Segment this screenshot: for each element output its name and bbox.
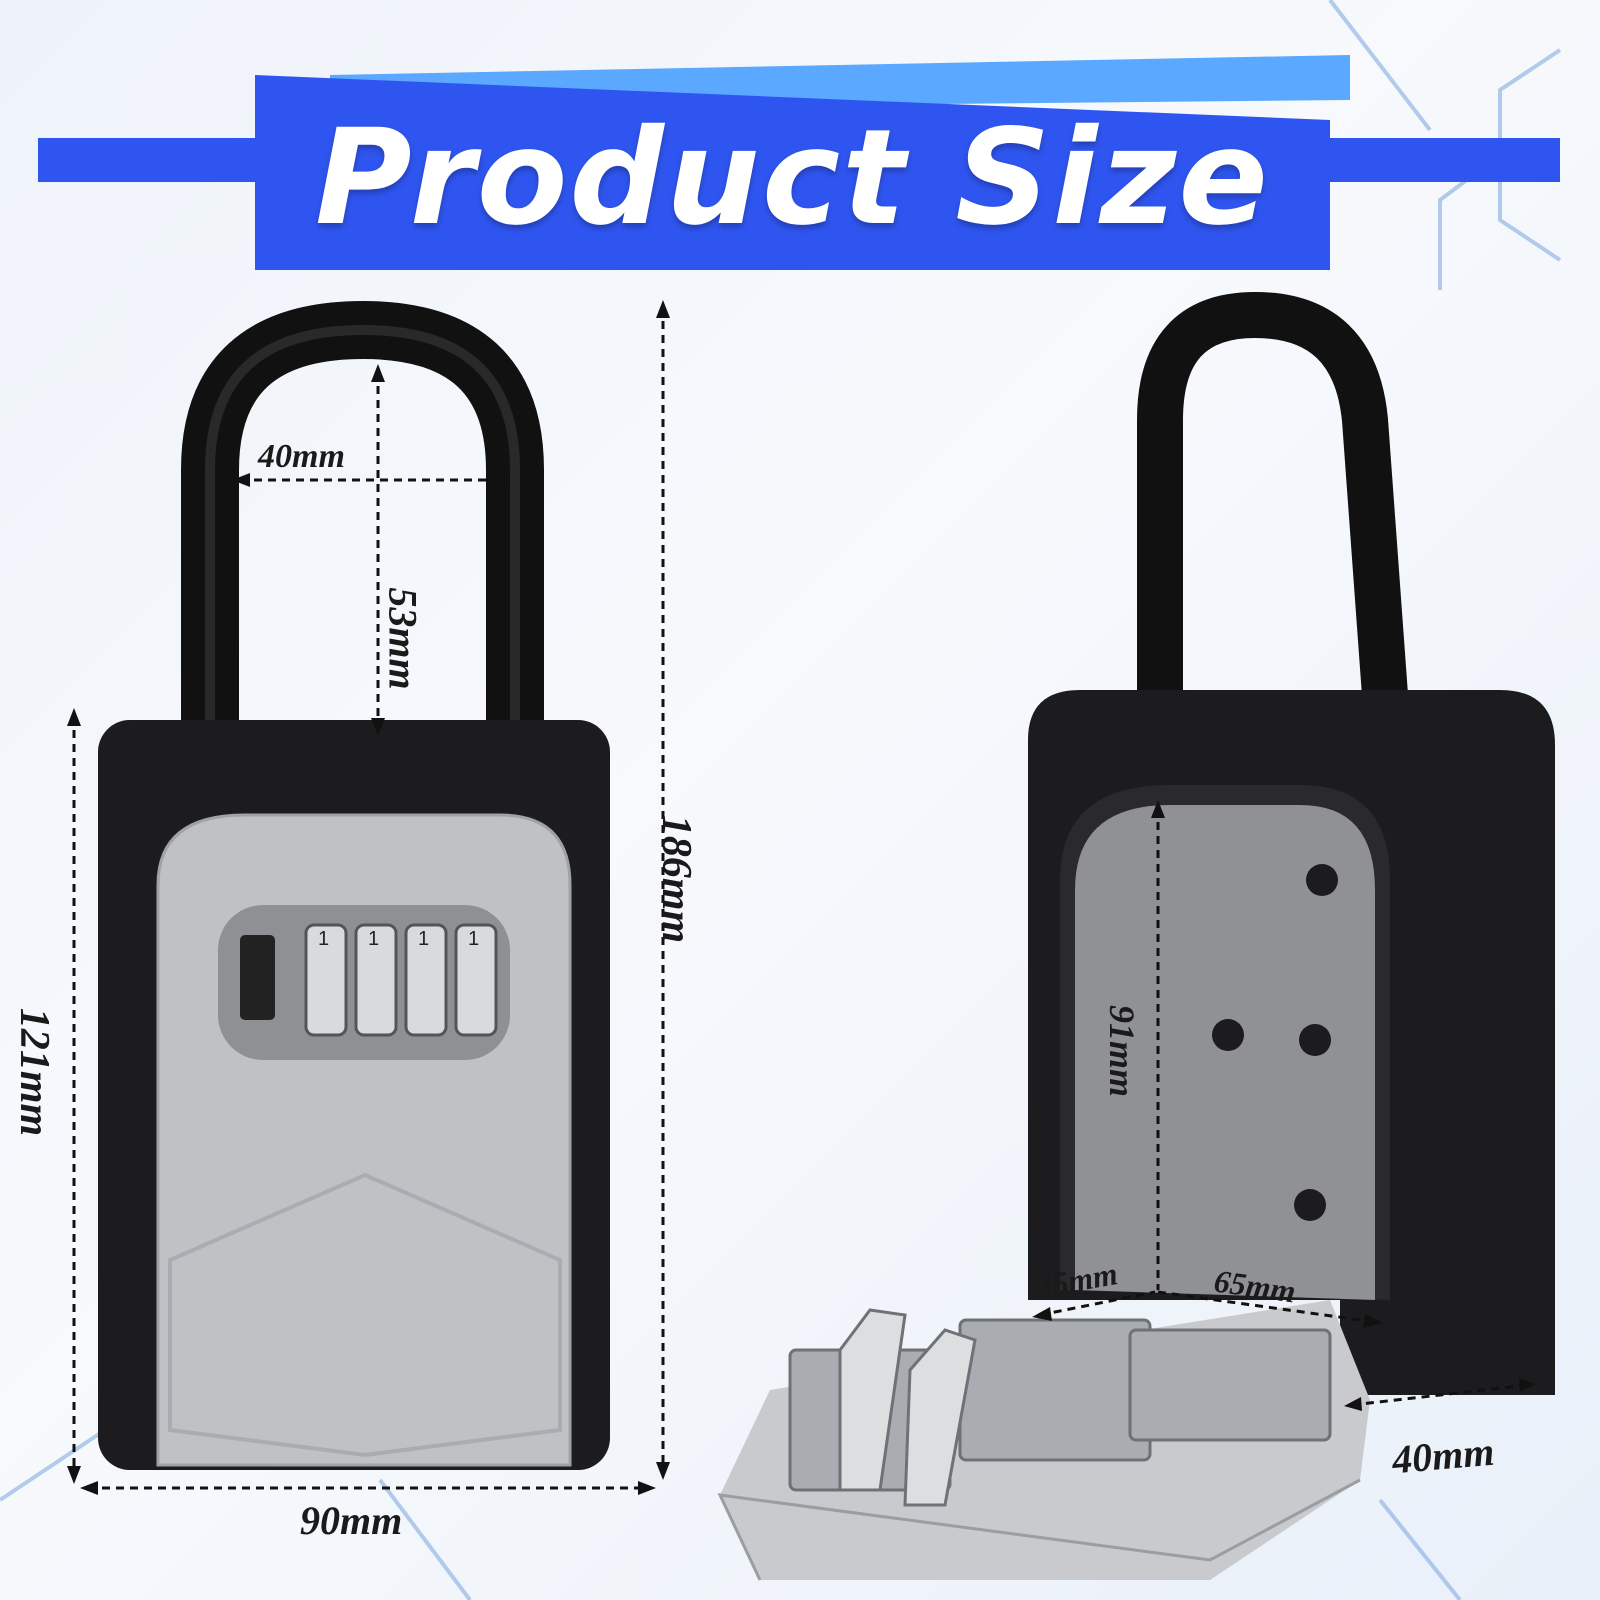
combination-digit-4[interactable]: 1 <box>468 928 480 950</box>
shackle-height-label: 53mm <box>380 587 426 690</box>
interior-compartment <box>1075 805 1375 1300</box>
body-width-label: 90mm <box>300 1498 403 1543</box>
shackle-width-label: 40mm <box>258 438 345 475</box>
body-height-label: 121mm <box>11 1007 58 1137</box>
combination-digit-2[interactable]: 1 <box>368 928 380 950</box>
title-banner <box>38 55 1560 270</box>
total-height-label: 186mm <box>653 814 700 944</box>
body-depth-label: 40mm <box>1390 1428 1497 1483</box>
interior-height-label: 91mm <box>1102 1004 1143 1098</box>
page-title: Product Size <box>315 101 1270 255</box>
combination-digit-3[interactable]: 1 <box>418 928 430 950</box>
combination-digit-1[interactable]: 1 <box>318 928 330 950</box>
open-shackle <box>1137 291 1408 718</box>
